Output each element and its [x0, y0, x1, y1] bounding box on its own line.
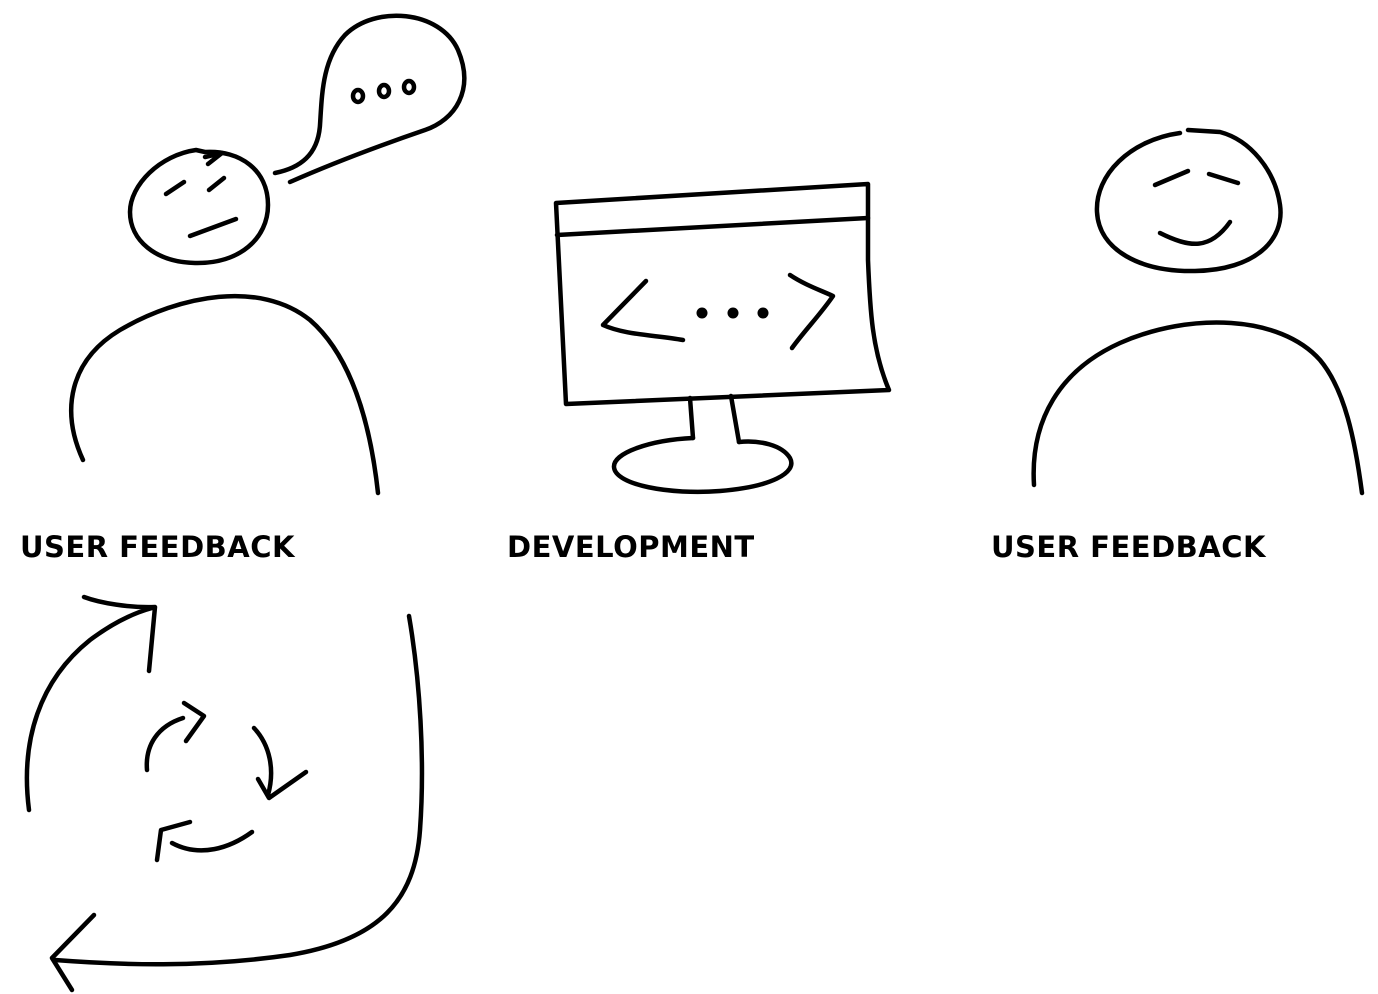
cycle-arc-1: [144, 715, 186, 773]
speech-bubble-icon: [272, 13, 467, 185]
monitor-stand-right: [728, 393, 742, 445]
code-dot-2: [727, 307, 739, 319]
cycle-arc-3: [169, 829, 255, 853]
person-body: [69, 293, 381, 496]
cycle-head-1: [181, 700, 207, 744]
happy-person-icon: [1031, 127, 1365, 496]
monitor-screen: [553, 181, 892, 407]
loop-arrow-icon: [24, 594, 425, 993]
happy-person-smile: [1157, 219, 1233, 246]
refresh-cycle-icon: [144, 700, 309, 863]
person-hair: [202, 150, 225, 167]
cycle-head-3: [154, 819, 193, 863]
speech-dot-2: [376, 82, 392, 100]
code-dot-3: [757, 307, 769, 319]
loop-arrowhead-bottom: [49, 912, 97, 993]
code-monitor-icon: [553, 181, 892, 495]
person-mouth: [187, 216, 239, 239]
code-bracket-left: [600, 278, 686, 343]
monitor-titlebar: [554, 215, 871, 238]
loop-arrowhead-top: [81, 594, 158, 674]
speech-dot-3: [401, 78, 417, 96]
happy-person-eye-right: [1206, 171, 1241, 186]
happy-person-body: [1031, 320, 1365, 496]
speech-dot-1: [350, 87, 366, 105]
person-eye-left: [163, 179, 187, 197]
happy-person-head: [1094, 127, 1283, 274]
label-user-feedback-right: USER FEEDBACK: [991, 530, 1266, 564]
code-dot-1: [696, 307, 708, 319]
cycle-head-2: [255, 769, 309, 801]
monitor-stand-left: [687, 395, 696, 441]
monitor-base: [611, 435, 794, 495]
loop-arc-right: [52, 613, 425, 967]
label-development: DEVELOPMENT: [507, 530, 755, 564]
person-eye-right: [206, 175, 227, 193]
speech-bubble-outline: [272, 13, 467, 185]
happy-person-eye-left: [1152, 168, 1191, 188]
label-user-feedback-left: USER FEEDBACK: [20, 530, 295, 564]
code-bracket-right: [787, 272, 836, 351]
person-head: [127, 147, 271, 266]
loop-arc-left: [24, 605, 155, 813]
thinking-person-icon: [69, 147, 381, 496]
cycle-arc-2: [251, 725, 274, 798]
